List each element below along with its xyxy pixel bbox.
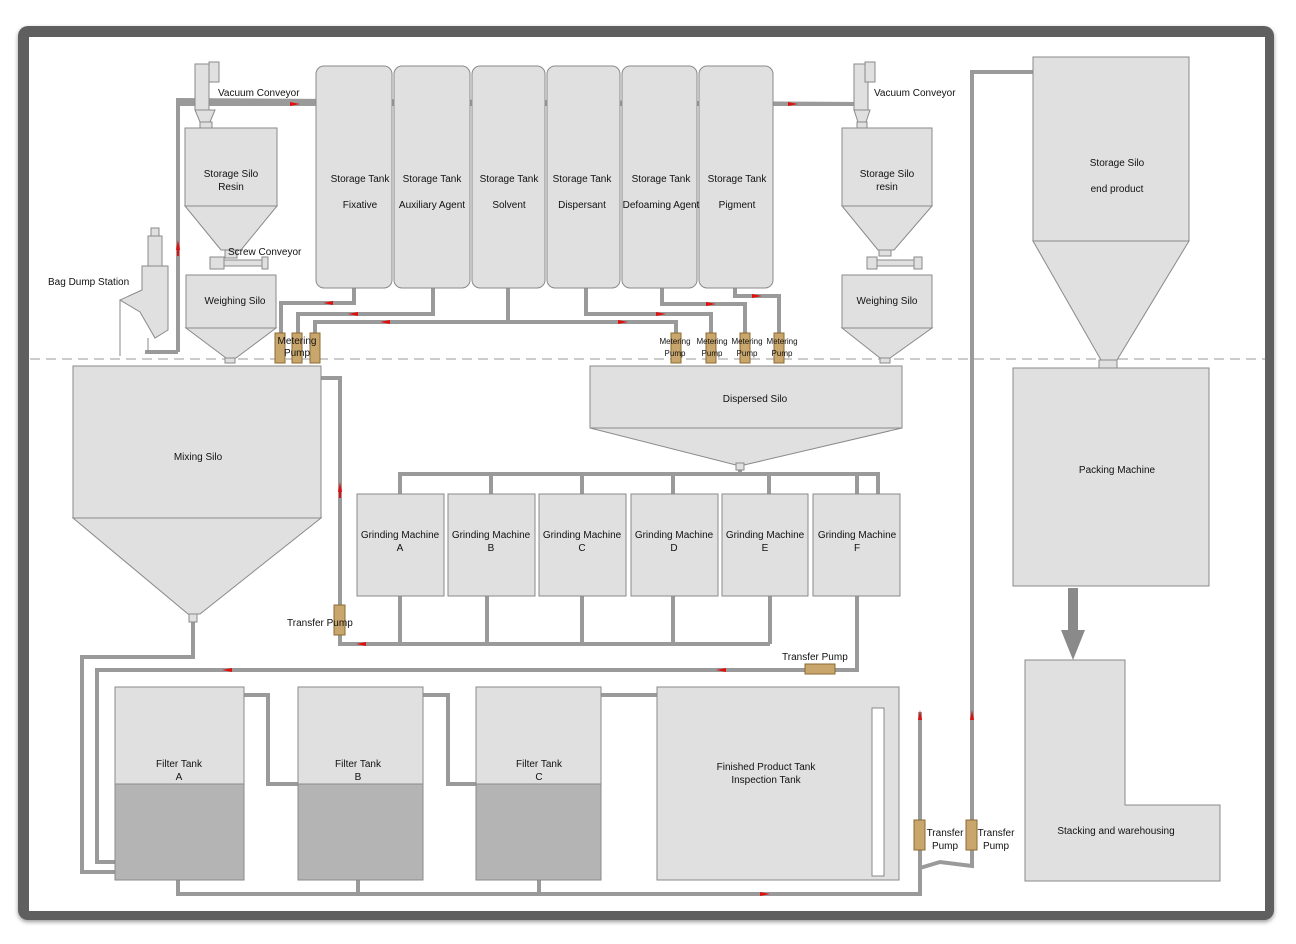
stacking-warehouse — [1024, 659, 1221, 882]
labels: Vacuum Conveyor Vacuum Conveyor Storage … — [48, 88, 1175, 852]
weighing-silo-right-label: Weighing Silo — [857, 296, 918, 307]
grinding-b-title: Grinding Machine — [452, 530, 531, 541]
filter-tank-b-title: Filter Tank — [335, 759, 382, 770]
storage-tank-1-name: Fixative — [343, 200, 378, 211]
storage-tank-3-name: Solvent — [492, 200, 526, 211]
grinding-d-id: D — [670, 543, 677, 554]
filter-tanks — [114, 686, 602, 881]
screw-conveyor-left — [209, 256, 269, 270]
screw-conveyor-right — [866, 256, 923, 270]
metering-pump-3-label-2: Pump — [737, 349, 758, 358]
packing-to-stacking-arrow — [1061, 588, 1085, 660]
storage-tank-5-title: Storage Tank — [632, 174, 692, 185]
mixing-silo — [71, 365, 323, 623]
packing-machine — [1012, 367, 1210, 587]
storage-silo-end-material: end product — [1091, 184, 1144, 195]
metering-pump-1-label-1: Metering — [659, 337, 690, 346]
finished-product-tank — [656, 686, 900, 881]
grinding-a-id: A — [397, 543, 404, 554]
storage-tank-6-name: Pigment — [719, 200, 756, 211]
transfer-pump-4-label-2: Pump — [983, 841, 1010, 852]
storage-silo-resin-left — [183, 127, 279, 259]
vacuum-conveyor-left — [194, 61, 220, 129]
vacuum-conveyor-left-label: Vacuum Conveyor — [218, 88, 300, 99]
metering-pump-2-label-1: Metering — [696, 337, 727, 346]
storage-tank-5-name: Defoaming Agent — [623, 200, 700, 211]
storage-tank-4-title: Storage Tank — [553, 174, 613, 185]
filter-tank-c-id: C — [535, 772, 542, 783]
finished-tank-subtitle: Inspection Tank — [731, 775, 801, 786]
vacuum-conveyor-right-label: Vacuum Conveyor — [874, 88, 956, 99]
weighing-silo-left-label: Weighing Silo — [205, 296, 266, 307]
grinding-b-id: B — [488, 543, 495, 554]
pumps — [274, 332, 978, 851]
metering-pump-2-label-2: Pump — [702, 349, 723, 358]
bag-dump-station-label: Bag Dump Station — [48, 277, 129, 288]
weighing-silo-right — [840, 274, 934, 364]
weighing-silo-left — [184, 274, 278, 364]
grinding-c-title: Grinding Machine — [543, 530, 622, 541]
storage-tank-2-title: Storage Tank — [403, 174, 463, 185]
metering-pump-1-label-2: Pump — [665, 349, 686, 358]
grinding-c-id: C — [578, 543, 585, 554]
storage-tank-4-name: Dispersant — [558, 200, 606, 211]
pipes — [80, 70, 1033, 896]
grinding-d-title: Grinding Machine — [635, 530, 714, 541]
storage-silo-resin-right — [840, 127, 934, 257]
dispersed-silo-label: Dispersed Silo — [723, 394, 788, 405]
metering-pump-4-label-1: Metering — [766, 337, 797, 346]
bag-dump-station — [118, 227, 169, 356]
dispersed-silo — [589, 365, 903, 471]
filter-tank-c-title: Filter Tank — [516, 759, 563, 770]
metering-pump-main-label-1: Metering — [278, 336, 317, 347]
storage-silo-left-title: Storage Silo — [204, 169, 259, 180]
storage-tank-3-title: Storage Tank — [480, 174, 540, 185]
filter-tank-a-id: A — [176, 772, 183, 783]
transfer-pump-2-label: Transfer Pump — [782, 652, 848, 663]
storage-silo-left-material: Resin — [218, 182, 244, 193]
screw-conveyor-label: Screw Conveyor — [228, 247, 302, 258]
storage-silo-right-material: resin — [876, 182, 898, 193]
transfer-pump-3-label-2: Pump — [932, 841, 959, 852]
grinding-e-id: E — [762, 543, 769, 554]
storage-tank-1-title: Storage Tank — [331, 174, 391, 185]
transfer-pump-4-label-1: Transfer — [978, 828, 1016, 839]
stacking-label: Stacking and warehousing — [1057, 826, 1174, 837]
filter-tank-a-title: Filter Tank — [156, 759, 203, 770]
grinding-machines — [356, 493, 901, 597]
grinding-e-title: Grinding Machine — [726, 530, 805, 541]
metering-pump-main-label-2: Pump — [284, 348, 311, 359]
grinding-f-id: F — [854, 543, 860, 554]
transfer-pump-1-label: Transfer Pump — [287, 618, 353, 629]
grinding-a-title: Grinding Machine — [361, 530, 440, 541]
filter-tank-b-id: B — [355, 772, 362, 783]
storage-silo-end-title: Storage Silo — [1090, 158, 1145, 169]
grinding-f-title: Grinding Machine — [818, 530, 897, 541]
transfer-pump-3-label-1: Transfer — [927, 828, 965, 839]
storage-silo-end-product — [1032, 56, 1190, 369]
finished-tank-title: Finished Product Tank — [717, 762, 817, 773]
metering-pump-4-label-2: Pump — [772, 349, 793, 358]
vacuum-conveyor-right — [853, 61, 876, 129]
storage-silo-right-title: Storage Silo — [860, 169, 915, 180]
metering-pump-3-label-1: Metering — [731, 337, 762, 346]
storage-tanks — [315, 65, 774, 289]
storage-tank-2-name: Auxiliary Agent — [399, 200, 465, 211]
storage-tank-6-title: Storage Tank — [708, 174, 768, 185]
mixing-silo-label: Mixing Silo — [174, 452, 223, 463]
flow-arrows — [176, 102, 974, 896]
packing-machine-label: Packing Machine — [1079, 465, 1156, 476]
